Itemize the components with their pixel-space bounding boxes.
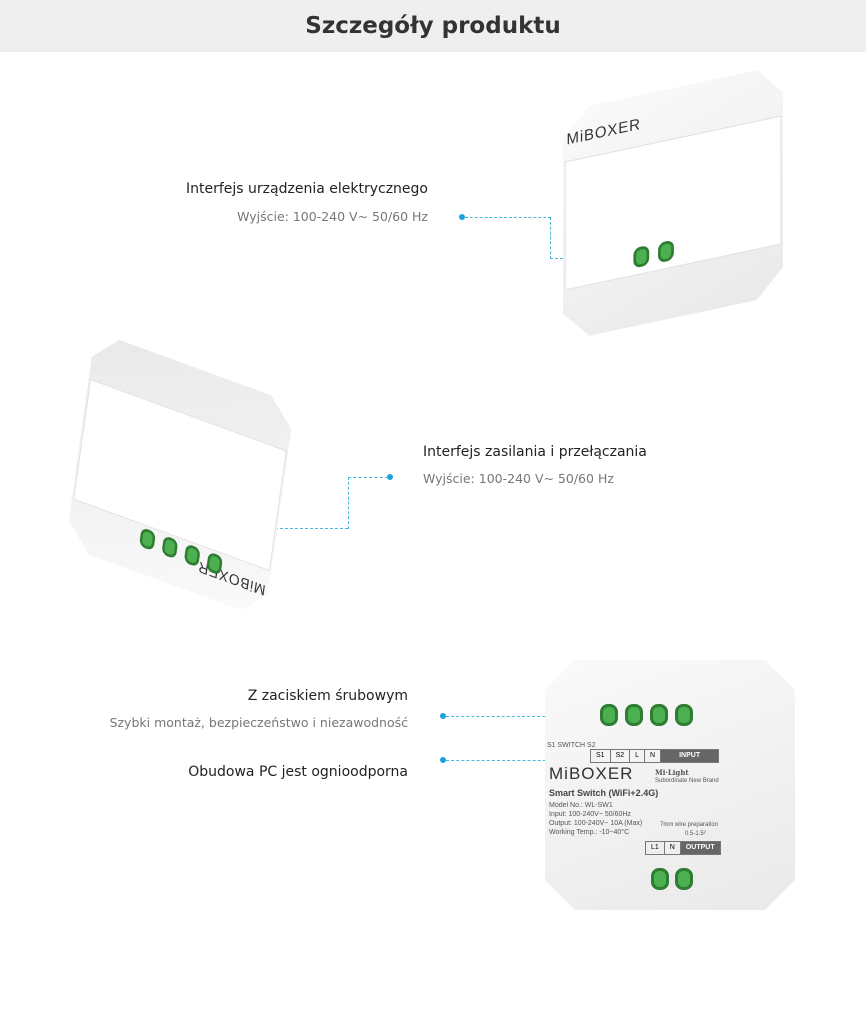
- output-spec: Output: 100-240V~ 10A (Max): [549, 820, 643, 827]
- input-label: INPUT: [661, 750, 719, 762]
- switch-label: S1 SWITCH S2: [547, 742, 596, 749]
- section-header: Szczegóły produktu: [0, 0, 866, 52]
- callout-dot: [440, 757, 446, 763]
- callout-dot: [440, 713, 446, 719]
- terminal-label: S2: [611, 750, 631, 762]
- callout-line: [348, 477, 388, 478]
- wire-size: 0.5-1.5²: [685, 831, 706, 837]
- model-number: Model No.: WL-SW1: [549, 802, 613, 809]
- callout-line: [348, 477, 349, 529]
- terminal-label: L1: [646, 842, 665, 854]
- product-image-2: MiBOXER: [65, 331, 295, 619]
- page-title: Szczegóły produktu: [305, 13, 561, 39]
- feature-subtitle: Wyjście: 100-240 V~ 50/60 Hz: [423, 471, 614, 486]
- feature-title: Interfejs urządzenia elektrycznego: [186, 181, 428, 197]
- feature-subtitle: Wyjście: 100-240 V~ 50/60 Hz: [237, 209, 428, 224]
- brand-logo: MiBOXER: [549, 764, 634, 783]
- feature-title: Obudowa PC jest ognioodporna: [188, 764, 408, 780]
- input-spec: Input: 100-240V~ 50/60Hz: [549, 811, 631, 818]
- product-image-1: MiBOXER: [563, 65, 783, 342]
- terminal-label: N: [645, 750, 662, 762]
- sub-brand-note: Subordinate New Brand: [655, 778, 719, 784]
- callout-line: [446, 716, 606, 717]
- callout-line: [465, 217, 551, 218]
- feature-title: Interfejs zasilania i przełączania: [423, 444, 647, 460]
- wire-note: 7mm wire preparation: [660, 822, 719, 828]
- feature-title: Z zaciskiem śrubowym: [247, 688, 408, 704]
- output-label: OUTPUT: [680, 842, 720, 854]
- callout-dot: [387, 474, 393, 480]
- callout-line: [550, 217, 551, 259]
- feature-subtitle: Szybki montaż, bezpieczeństwo i niezawod…: [109, 715, 408, 730]
- sub-brand: Mi·Light: [655, 768, 689, 777]
- callout-line: [446, 760, 556, 761]
- terminal-label: L: [630, 750, 646, 762]
- terminal-label: S1: [591, 750, 611, 762]
- device-name: Smart Switch (WiFi+2.4G): [549, 788, 659, 798]
- temp-spec: Working Temp.: -10~40°C: [549, 829, 630, 836]
- terminal-label: N: [665, 842, 681, 854]
- callout-dot: [459, 214, 465, 220]
